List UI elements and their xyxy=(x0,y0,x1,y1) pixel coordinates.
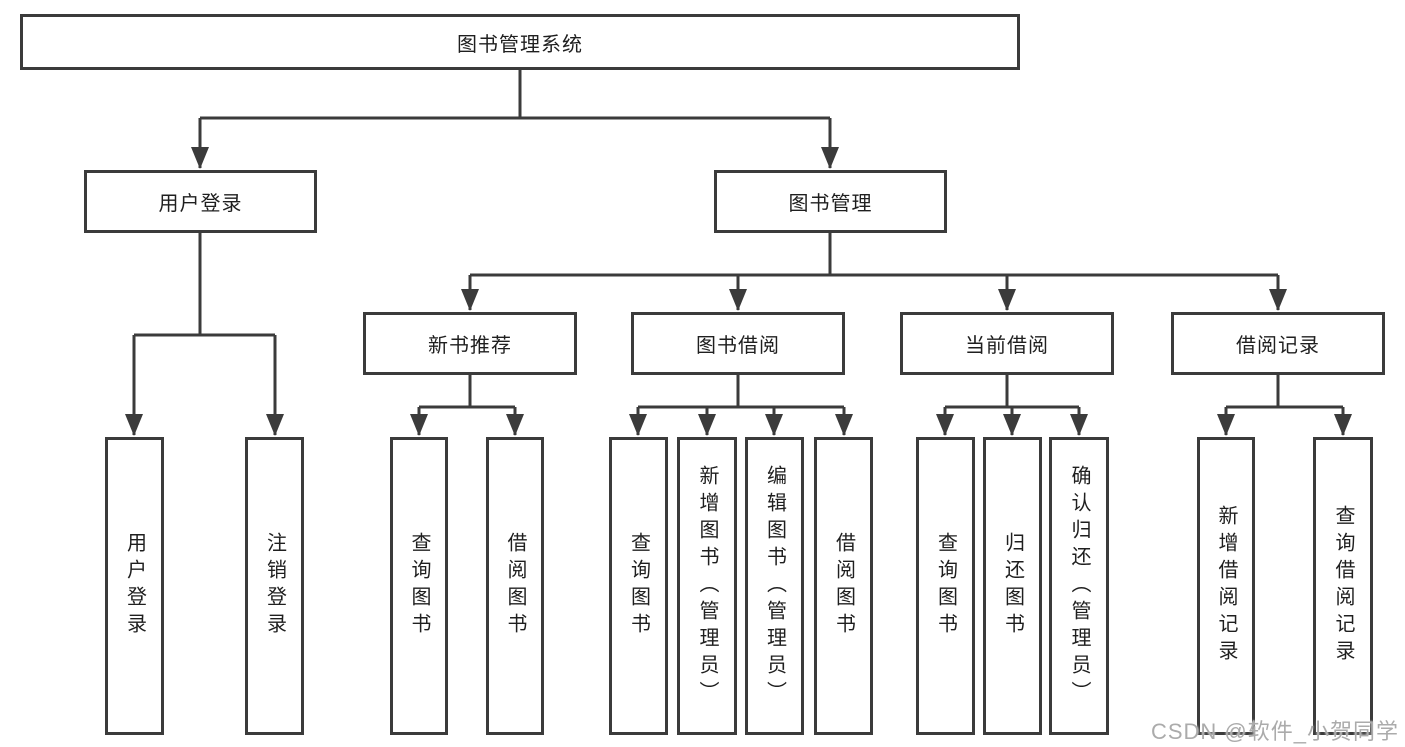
leaf-current-return-books: 归还图书 xyxy=(983,437,1042,735)
leaf-borrow-edit-books-admin: 编辑图书（管理员） xyxy=(745,437,804,735)
leaf-newbook-query-books-label: 查询图书 xyxy=(408,532,430,640)
leaf-logout: 注销登录 xyxy=(245,437,304,735)
leaf-borrow-query-books: 查询图书 xyxy=(609,437,668,735)
leaf-borrow-query-books-label: 查询图书 xyxy=(627,532,650,640)
leaf-borrow-add-books-admin-label: 新增图书（管理员） xyxy=(696,464,718,708)
leaf-current-confirm-return-admin-label: 确认归还（管理员） xyxy=(1068,464,1090,708)
leaf-user-login-label: 用户登录 xyxy=(123,532,146,640)
leaf-records-query-record: 查询借阅记录 xyxy=(1313,437,1373,735)
leaf-current-return-books-label: 归还图书 xyxy=(1001,532,1024,640)
leaf-current-query-books-label: 查询图书 xyxy=(934,532,957,640)
leaf-newbook-borrow-books-label: 借阅图书 xyxy=(504,532,526,640)
csdn-watermark: CSDN @软件_小贺同学 xyxy=(1150,719,1399,744)
leaf-newbook-query-books: 查询图书 xyxy=(390,437,448,735)
leaf-current-confirm-return-admin: 确认归还（管理员） xyxy=(1049,437,1109,735)
leaf-borrow-borrow-books: 借阅图书 xyxy=(814,437,873,735)
node-user-login: 用户登录 xyxy=(84,170,317,233)
node-book-borrow: 图书借阅 xyxy=(631,312,845,375)
leaf-borrow-edit-books-admin-label: 编辑图书（管理员） xyxy=(763,464,786,708)
leaf-records-add-record: 新增借阅记录 xyxy=(1197,437,1255,735)
node-book-management: 图书管理 xyxy=(714,170,947,233)
leaf-records-add-record-label: 新增借阅记录 xyxy=(1215,505,1237,667)
node-new-book-recommend: 新书推荐 xyxy=(363,312,577,375)
leaf-borrow-add-books-admin: 新增图书（管理员） xyxy=(677,437,737,735)
leaf-records-query-record-label: 查询借阅记录 xyxy=(1332,505,1354,667)
leaf-newbook-borrow-books: 借阅图书 xyxy=(486,437,544,735)
node-root: 图书管理系统 xyxy=(20,14,1020,70)
leaf-logout-label: 注销登录 xyxy=(263,532,286,640)
leaf-borrow-borrow-books-label: 借阅图书 xyxy=(832,532,855,640)
leaf-current-query-books: 查询图书 xyxy=(916,437,975,735)
node-borrow-records: 借阅记录 xyxy=(1171,312,1385,375)
leaf-user-login: 用户登录 xyxy=(105,437,164,735)
node-current-borrow: 当前借阅 xyxy=(900,312,1114,375)
